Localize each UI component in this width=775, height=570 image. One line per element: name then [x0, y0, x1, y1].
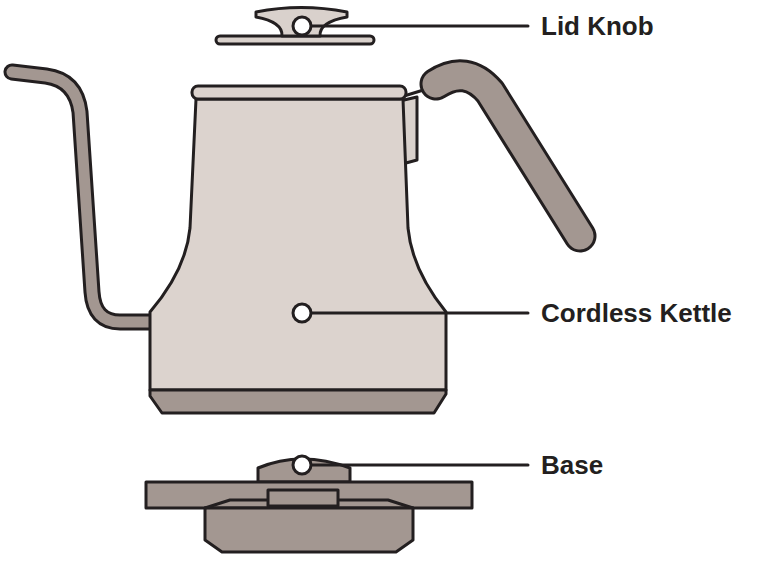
spout: [12, 72, 154, 322]
leader-lines: [293, 17, 528, 474]
handle: [404, 76, 580, 236]
kettle-body: [150, 86, 446, 413]
part-label: Lid Knob: [541, 11, 654, 41]
part-label: Base: [541, 450, 603, 480]
base: [146, 459, 472, 552]
part-label: Cordless Kettle: [541, 298, 732, 328]
